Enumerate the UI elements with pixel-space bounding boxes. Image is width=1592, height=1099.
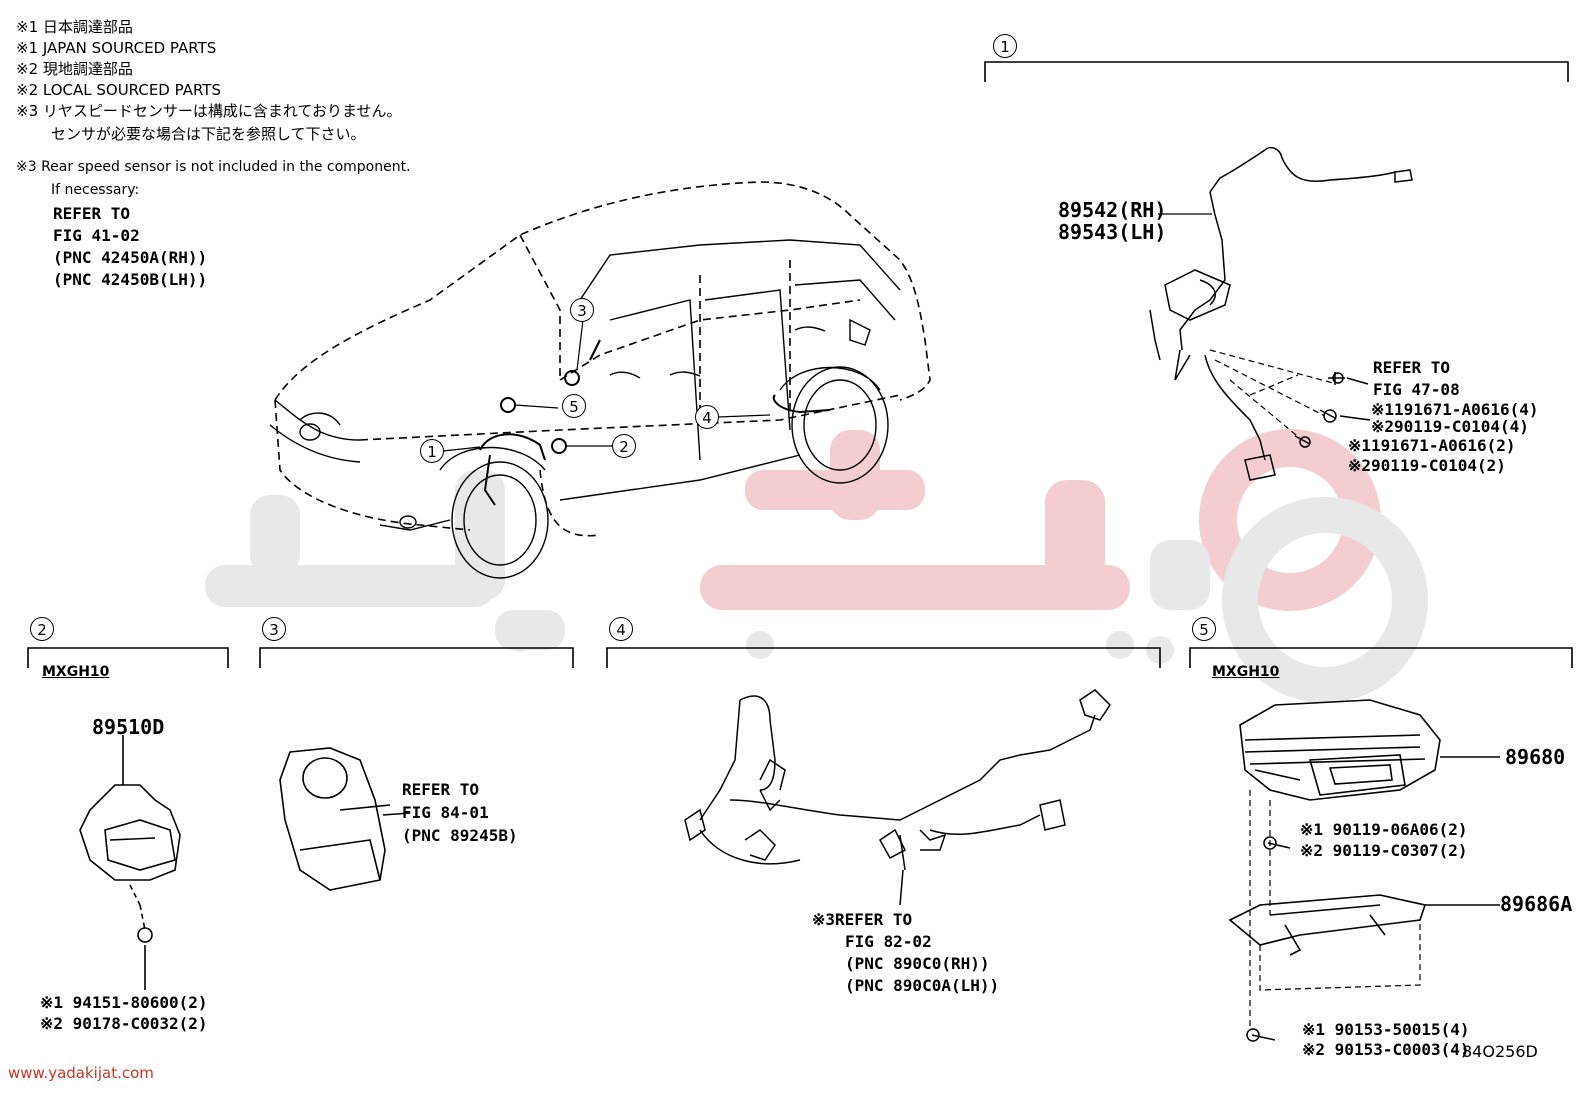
note-1-jp: ※1 日本調達部品	[16, 18, 133, 36]
note-2-jp: ※2 現地調達部品	[16, 60, 133, 78]
section-4-bracket	[606, 647, 1161, 668]
part-89680: 89680	[1505, 745, 1566, 769]
section-3-bracket	[259, 647, 574, 668]
note-3-ref-line: FIG 41-02	[53, 226, 140, 245]
section-1-bracket	[984, 61, 1569, 82]
ecu-drawing	[1239, 699, 1500, 801]
section5-dashed	[1249, 790, 1421, 1030]
footer-url[interactable]: www.yadakijat.com	[8, 1064, 154, 1082]
wire-harness-4	[684, 689, 1111, 906]
part-89686a: 89686A	[1500, 892, 1573, 916]
section3-refer-pnc: (PNC 89245B)	[402, 826, 518, 845]
note-3-ref-line: (PNC 42450B(LH))	[53, 270, 208, 289]
section4-refer: ※3REFER TO	[812, 910, 913, 929]
section5-fastener: ※1 90153-50015(4)	[1302, 1020, 1470, 1039]
note-1-en: ※1 JAPAN SOURCED PARTS	[16, 39, 217, 57]
section1-leaders	[1158, 213, 1334, 441]
section2-model: MXGH10	[42, 664, 110, 680]
section-2-bracket	[27, 647, 229, 668]
vehicle-solid	[269, 239, 901, 579]
section3-refer: REFER TO	[402, 780, 480, 799]
section-5-bracket	[1189, 647, 1573, 668]
section5-fastener: ※2 90153-C0003(4)	[1302, 1040, 1470, 1059]
part-89510d: 89510D	[92, 715, 165, 739]
section5-fastener: ※1 90119-06A06(2)	[1300, 820, 1468, 839]
yaw-sensor-drawing	[79, 735, 181, 990]
note-3-en: ※3 Rear speed sensor is not included in …	[16, 159, 411, 175]
section5-model: MXGH10	[1212, 664, 1280, 680]
note-2-en: ※2 LOCAL SOURCED PARTS	[16, 81, 221, 99]
note-3-jp-b: センサが必要な場合は下記を参照して下さい。	[51, 125, 366, 143]
vehicle-callout-3: 3	[570, 298, 594, 322]
figure-code: 84O256D	[1462, 1042, 1538, 1061]
part-89543: 89543(LH)	[1058, 220, 1167, 244]
section-1-number: 1	[993, 34, 1017, 58]
section1-fastener: ※290119-C0104(2)	[1348, 456, 1506, 475]
section2-fastener: ※2 90178-C0032(2)	[40, 1014, 208, 1033]
note-3-if: If necessary:	[51, 182, 140, 198]
section4-refer-pnc: (PNC 890C0(RH))	[845, 954, 990, 973]
section-2-number: 2	[30, 617, 54, 641]
section1-bolts	[1294, 372, 1371, 448]
section5-fastener: ※2 90119-C0307(2)	[1300, 841, 1468, 860]
section5-bolts	[1246, 836, 1291, 1042]
section-3-number: 3	[262, 617, 286, 641]
section1-refer-fig: FIG 47-08	[1373, 380, 1460, 399]
vehicle-callout-5: 5	[562, 394, 586, 418]
vehicle-callout-4: 4	[695, 405, 719, 429]
section-5-number: 5	[1192, 617, 1216, 641]
note-3-ref-line: (PNC 42450A(RH))	[53, 248, 208, 267]
section1-fastener: ※290119-C0104(4)	[1371, 417, 1529, 436]
vehicle-callout-leaders	[442, 319, 771, 452]
speed-sensor-harness-1	[1149, 146, 1413, 481]
section3-refer-fig: FIG 84-01	[402, 803, 489, 822]
section4-refer-fig: FIG 82-02	[845, 932, 932, 951]
vehicle-callout-2: 2	[612, 434, 636, 458]
vehicle-outline	[274, 181, 931, 537]
section2-fastener: ※1 94151-80600(2)	[40, 993, 208, 1012]
section1-fastener: ※1191671-A0616(4)	[1371, 400, 1539, 419]
steering-sensor-drawing	[279, 747, 411, 891]
vehicle-callout-1: 1	[420, 439, 444, 463]
section1-refer: REFER TO	[1373, 358, 1451, 377]
section-4-number: 4	[609, 617, 633, 641]
section4-refer-pnc: (PNC 890C0A(LH))	[845, 976, 1000, 995]
section1-fastener: ※1191671-A0616(2)	[1348, 436, 1516, 455]
part-89542: 89542(RH)	[1058, 198, 1167, 222]
ecu-bracket-drawing	[1228, 894, 1500, 956]
note-3-jp-a: ※3 リヤスピードセンサーは構成に含まれておりません。	[16, 102, 402, 120]
vehicle-components	[479, 339, 831, 506]
note-3-ref-line: REFER TO	[53, 204, 131, 223]
